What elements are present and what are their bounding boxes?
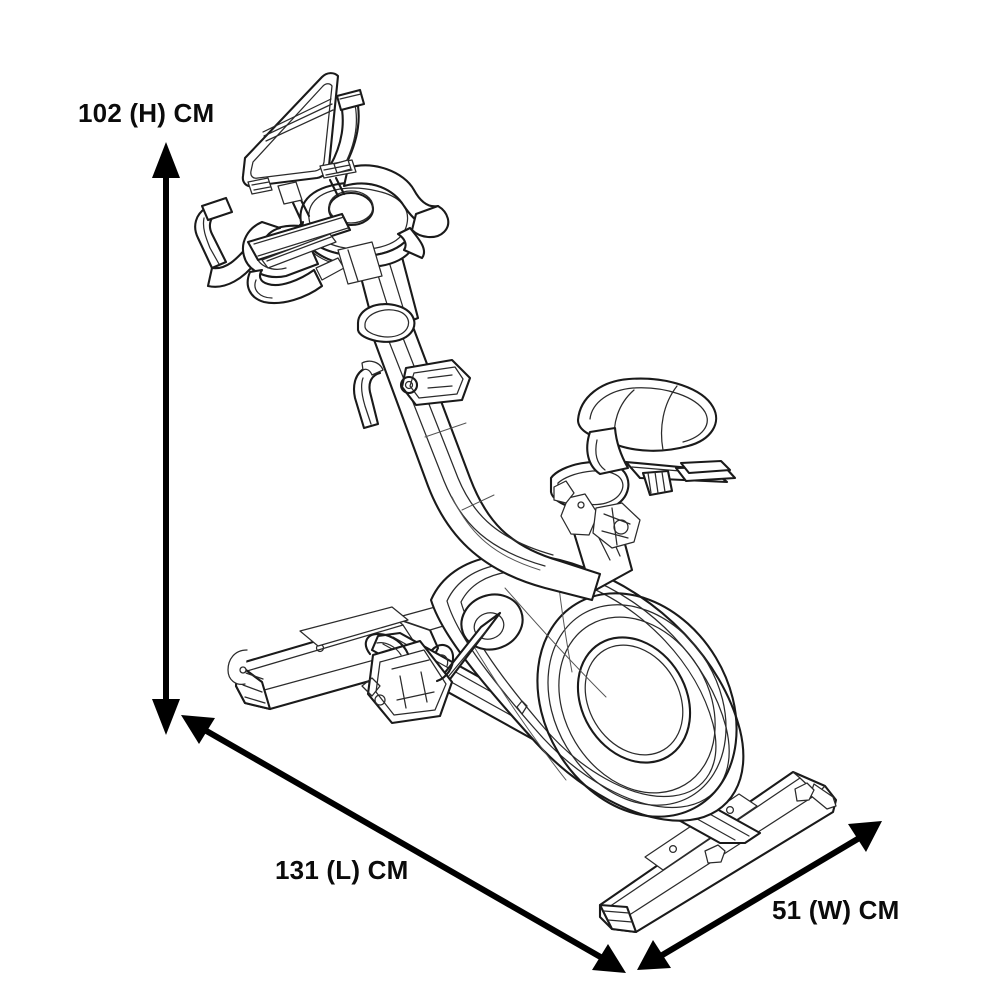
width-dimension-arrow <box>637 821 882 970</box>
length-dimension-arrow <box>181 715 626 973</box>
crank-and-pedal <box>361 611 502 725</box>
height-dimension-label: 102 (H) CM <box>78 98 215 128</box>
flywheel-assembly <box>429 553 745 822</box>
seat-post-assembly <box>549 460 641 594</box>
saddle-assembly <box>576 377 737 497</box>
width-dimension-label: 51 (W) CM <box>772 895 900 925</box>
console-tablet <box>241 72 357 220</box>
handlebar <box>194 88 450 305</box>
height-dimension-arrow <box>152 142 180 735</box>
length-dimension-label: 131 (L) CM <box>275 855 409 885</box>
